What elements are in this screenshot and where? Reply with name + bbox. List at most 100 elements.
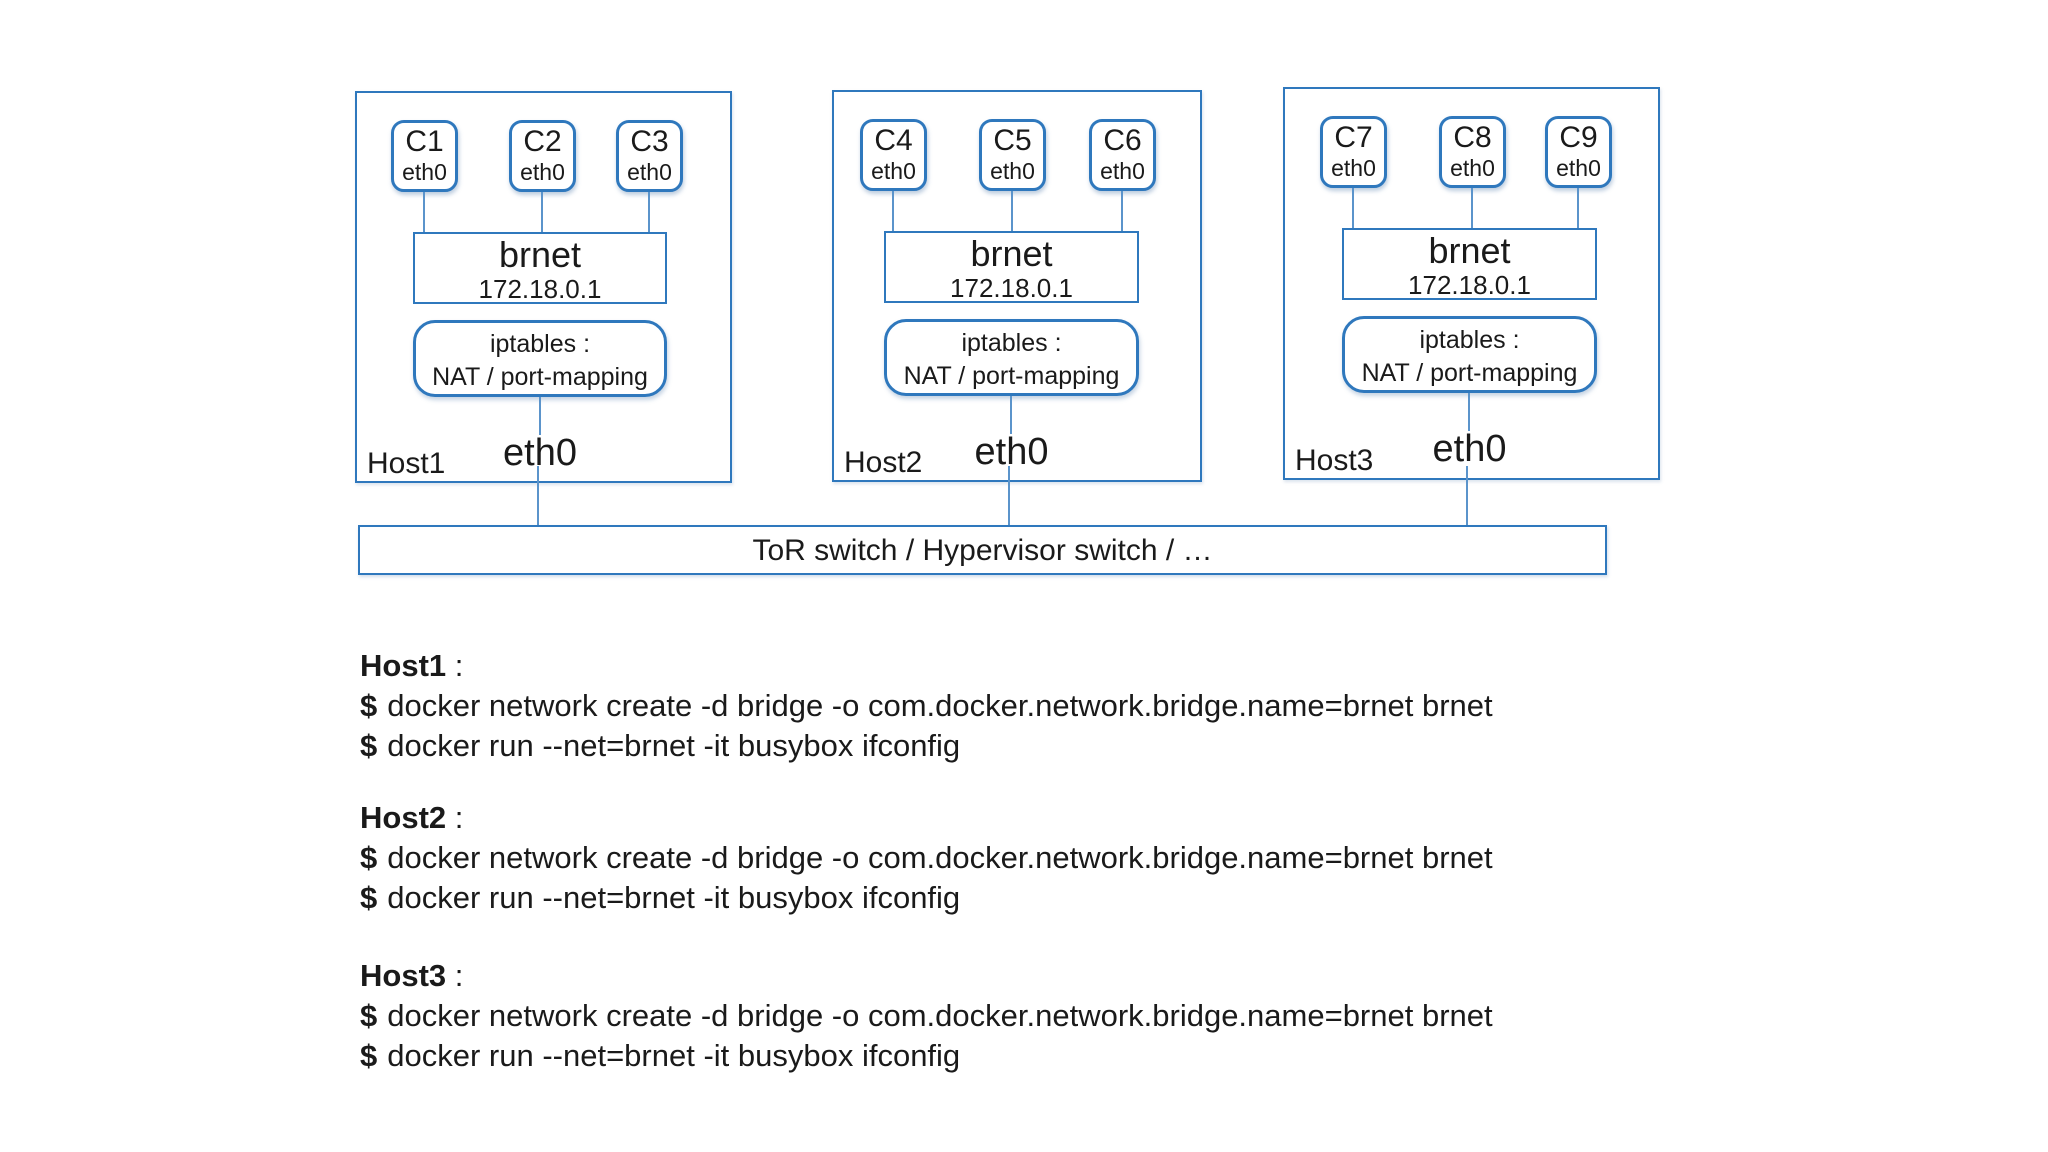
container-box-c5: C5 eth0 (979, 119, 1046, 191)
bridge-box: brnet 172.18.0.1 (884, 231, 1139, 303)
iptables-detail: NAT / port-mapping (1361, 359, 1578, 387)
command-text: docker network create -d bridge -o com.d… (387, 688, 1493, 723)
iptables-box: iptables : NAT / port-mapping (1342, 316, 1597, 393)
container-name: C9 (1559, 121, 1598, 154)
host-eth0-label: eth0 (974, 431, 1049, 473)
command-block-heading: Host1 : (360, 646, 1493, 686)
tor-switch-box: ToR switch / Hypervisor switch / … (358, 525, 1607, 575)
iptables-title: iptables : (961, 329, 1062, 357)
heading-colon: : (446, 800, 464, 835)
shell-prompt: $ (360, 840, 378, 875)
command-line: $ docker run --net=brnet -it busybox ifco… (360, 1036, 1493, 1076)
host-label: Host2 (844, 446, 923, 479)
link-line-host1-switch (537, 466, 539, 525)
container-name: C4 (874, 124, 913, 157)
link-line-c3-bridge (648, 192, 650, 233)
shell-prompt: $ (360, 998, 378, 1033)
container-name: C8 (1453, 121, 1492, 154)
container-name: C7 (1334, 121, 1373, 154)
container-eth-label: eth0 (627, 159, 672, 185)
link-line-c9-bridge (1577, 188, 1579, 229)
link-line-c1-bridge (423, 192, 425, 233)
heading-colon: : (446, 958, 464, 993)
host1-box: C1 eth0 C2 eth0 C3 eth0 brnet 172.18.0.1… (355, 91, 732, 483)
host2-commands: Host2 : $ docker network create -d bridge… (360, 798, 1493, 918)
heading-colon: : (446, 648, 464, 683)
container-box-c2: C2 eth0 (509, 120, 576, 192)
link-line-host3-switch (1466, 466, 1468, 525)
link-line-c2-bridge (541, 192, 543, 233)
bridge-name: brnet (970, 233, 1053, 274)
container-name: C1 (405, 125, 444, 158)
container-box-c3: C3 eth0 (616, 120, 683, 192)
host-label: Host1 (367, 447, 446, 480)
command-text: docker run --net=brnet -it busybox ifcon… (387, 728, 961, 763)
container-eth-label: eth0 (1331, 155, 1376, 181)
command-line: $ docker run --net=brnet -it busybox ifco… (360, 726, 1493, 766)
container-eth-label: eth0 (1556, 155, 1601, 181)
bridge-ip: 172.18.0.1 (1408, 270, 1531, 300)
host-label: Host3 (1295, 444, 1374, 477)
command-line: $ docker network create -d bridge -o com.… (360, 686, 1493, 726)
container-eth-label: eth0 (990, 158, 1035, 184)
container-eth-label: eth0 (402, 159, 447, 185)
command-block-heading: Host2 : (360, 798, 1493, 838)
container-box-c1: C1 eth0 (391, 120, 458, 192)
iptables-box: iptables : NAT / port-mapping (413, 320, 667, 397)
host2-box: C4 eth0 C5 eth0 C6 eth0 brnet 172.18.0.1… (832, 90, 1202, 482)
bridge-name: brnet (1428, 230, 1511, 271)
iptables-detail: NAT / port-mapping (903, 362, 1120, 390)
container-box-c7: C7 eth0 (1320, 116, 1387, 188)
link-line-c8-bridge (1471, 188, 1473, 229)
bridge-ip: 172.18.0.1 (950, 273, 1073, 303)
command-line: $ docker network create -d bridge -o com.… (360, 838, 1493, 878)
container-name: C2 (523, 125, 562, 158)
link-line-c4-bridge (892, 191, 894, 232)
command-text: docker run --net=brnet -it busybox ifcon… (387, 1038, 961, 1073)
container-eth-label: eth0 (520, 159, 565, 185)
host-name: Host3 (360, 958, 447, 993)
shell-prompt: $ (360, 880, 378, 915)
command-text: docker network create -d bridge -o com.d… (387, 840, 1493, 875)
container-eth-label: eth0 (1450, 155, 1495, 181)
bridge-name: brnet (498, 234, 582, 275)
container-box-c4: C4 eth0 (860, 119, 927, 191)
command-line: $ docker network create -d bridge -o com.… (360, 996, 1493, 1036)
command-text: docker network create -d bridge -o com.d… (387, 998, 1493, 1033)
host-eth0-label: eth0 (1432, 428, 1507, 470)
container-name: C3 (630, 125, 669, 158)
container-box-c8: C8 eth0 (1439, 116, 1506, 188)
container-box-c6: C6 eth0 (1089, 119, 1156, 191)
host3-commands: Host3 : $ docker network create -d bridge… (360, 956, 1493, 1076)
container-eth-label: eth0 (871, 158, 916, 184)
host-name: Host1 (360, 648, 447, 683)
iptables-title: iptables : (489, 330, 591, 358)
shell-prompt: $ (360, 1038, 378, 1073)
shell-prompt: $ (360, 688, 378, 723)
command-line: $ docker run --net=brnet -it busybox ifco… (360, 878, 1493, 918)
shell-prompt: $ (360, 728, 378, 763)
bridge-ip: 172.18.0.1 (478, 274, 602, 304)
link-line-iptables-eth0 (1468, 393, 1470, 431)
host-name: Host2 (360, 800, 447, 835)
link-line-host2-switch (1008, 466, 1010, 525)
link-line-iptables-eth0 (1010, 396, 1012, 434)
container-name: C6 (1103, 124, 1142, 157)
link-line-c5-bridge (1011, 191, 1013, 232)
host-eth0-label: eth0 (503, 432, 577, 474)
command-text: docker run --net=brnet -it busybox ifcon… (387, 880, 961, 915)
container-name: C5 (993, 124, 1032, 157)
link-line-c7-bridge (1352, 188, 1354, 229)
iptables-box: iptables : NAT / port-mapping (884, 319, 1139, 396)
link-line-c6-bridge (1121, 191, 1123, 232)
host3-box: C7 eth0 C8 eth0 C9 eth0 brnet 172.18.0.1… (1283, 87, 1660, 480)
container-eth-label: eth0 (1100, 158, 1145, 184)
host1-commands: Host1 : $ docker network create -d bridge… (360, 646, 1493, 766)
iptables-detail: NAT / port-mapping (432, 363, 648, 391)
bridge-box: brnet 172.18.0.1 (413, 232, 667, 304)
bridge-box: brnet 172.18.0.1 (1342, 228, 1597, 300)
iptables-title: iptables : (1419, 326, 1520, 354)
container-box-c9: C9 eth0 (1545, 116, 1612, 188)
link-line-iptables-eth0 (539, 397, 541, 435)
